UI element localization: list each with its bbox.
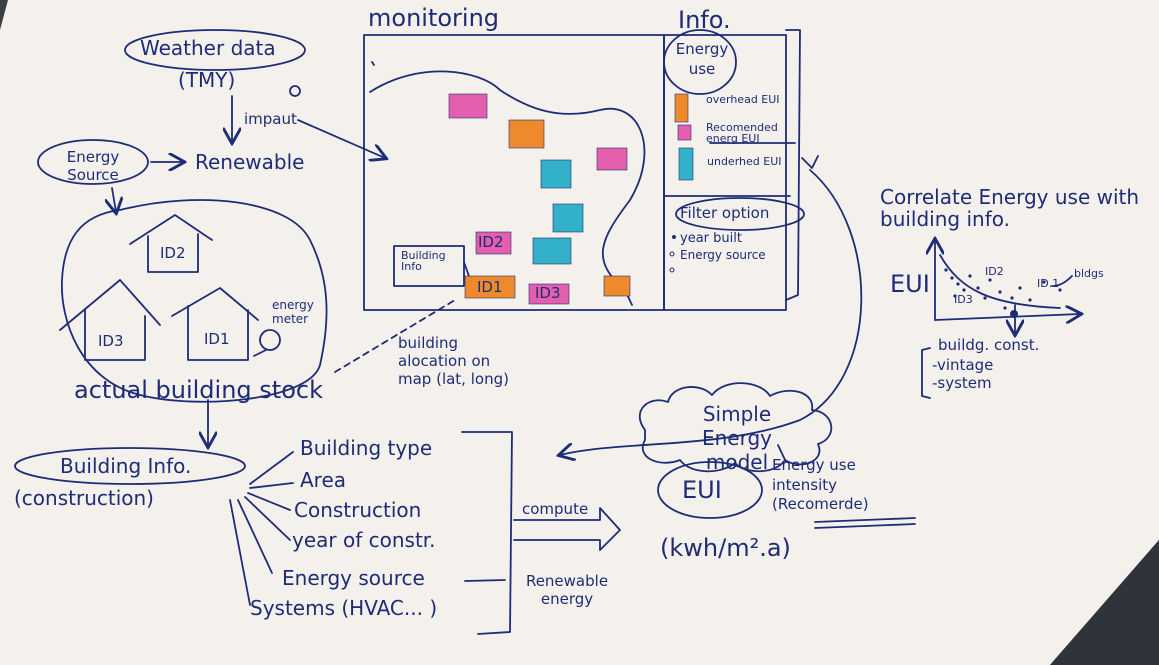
filter-energy-source[interactable]: Energy source (680, 248, 766, 262)
attr-systems: Systems (HVAC... ) (250, 596, 438, 620)
legend-overhead-eui: overhead EUI (706, 93, 780, 106)
attr-construction: Construction (294, 498, 422, 522)
compute-label: compute (522, 500, 589, 518)
scatter-series-label: bldgs (1074, 267, 1104, 280)
attr-area: Area (300, 468, 347, 492)
filter-year-built[interactable]: year built (680, 231, 742, 246)
building-stock-caption: actual building stock (74, 376, 323, 404)
info-title: Info. (678, 6, 731, 34)
correlate-title: Correlate Energy use with building info. (880, 185, 1140, 231)
energy-source-label: Energy Source (66, 148, 120, 184)
eui-description: Energy use intensity (Recomerde) (772, 456, 869, 513)
building-info-subtitle: (construction) (14, 486, 154, 510)
eui-unit: (kwh/m².a) (660, 534, 791, 562)
renewable-label: Renewable (195, 150, 305, 174)
factor-system: -system (932, 374, 992, 392)
scatter-label-id1: ID.1 (1037, 277, 1060, 290)
legend-underhed-eui: underhed EUI (707, 155, 782, 168)
map-tag-id1: ID1 (477, 278, 503, 296)
energy-use-title: Energy use (675, 40, 729, 78)
map-tag-id2: ID2 (478, 233, 504, 251)
weather-data-title: Weather data (140, 36, 276, 60)
factor-construction: buildg. const. (938, 336, 1040, 354)
building-info-title: Building Info. (60, 454, 192, 478)
correlate-axis-label: EUI (890, 270, 930, 298)
energy-meter-label: energy meter (272, 298, 314, 327)
legend-recommended-eui: Recomended energ EUI (706, 121, 778, 145)
allocation-note: building alocation on map (lat, long) (398, 334, 509, 388)
scatter-label-id2: ID2 (985, 265, 1004, 278)
filter-option-title: Filter option (680, 204, 770, 222)
eui-label: EUI (682, 476, 722, 504)
house-id1-label: ID1 (204, 330, 230, 348)
attr-year-of-construction: year of constr. (292, 528, 436, 552)
weather-data-subtitle: (TMY) (178, 68, 236, 92)
factor-vintage: -vintage (932, 356, 994, 374)
attr-building-type: Building type (300, 436, 433, 460)
scatter-label-id3: ID3 (954, 293, 973, 306)
map-tag-id3: ID3 (535, 284, 561, 302)
building-info-callout-label: Building Info (401, 249, 446, 273)
house-id3-label: ID3 (98, 332, 124, 350)
monitoring-title: monitoring (368, 4, 500, 32)
weather-arrow-label: impaut (244, 110, 297, 128)
house-id2-label: ID2 (160, 244, 186, 262)
energy-model-title: Simple Energy model (701, 402, 773, 474)
compute-renewable-label: Renewable energy (525, 572, 609, 608)
attr-energy-source: Energy source (282, 566, 425, 590)
